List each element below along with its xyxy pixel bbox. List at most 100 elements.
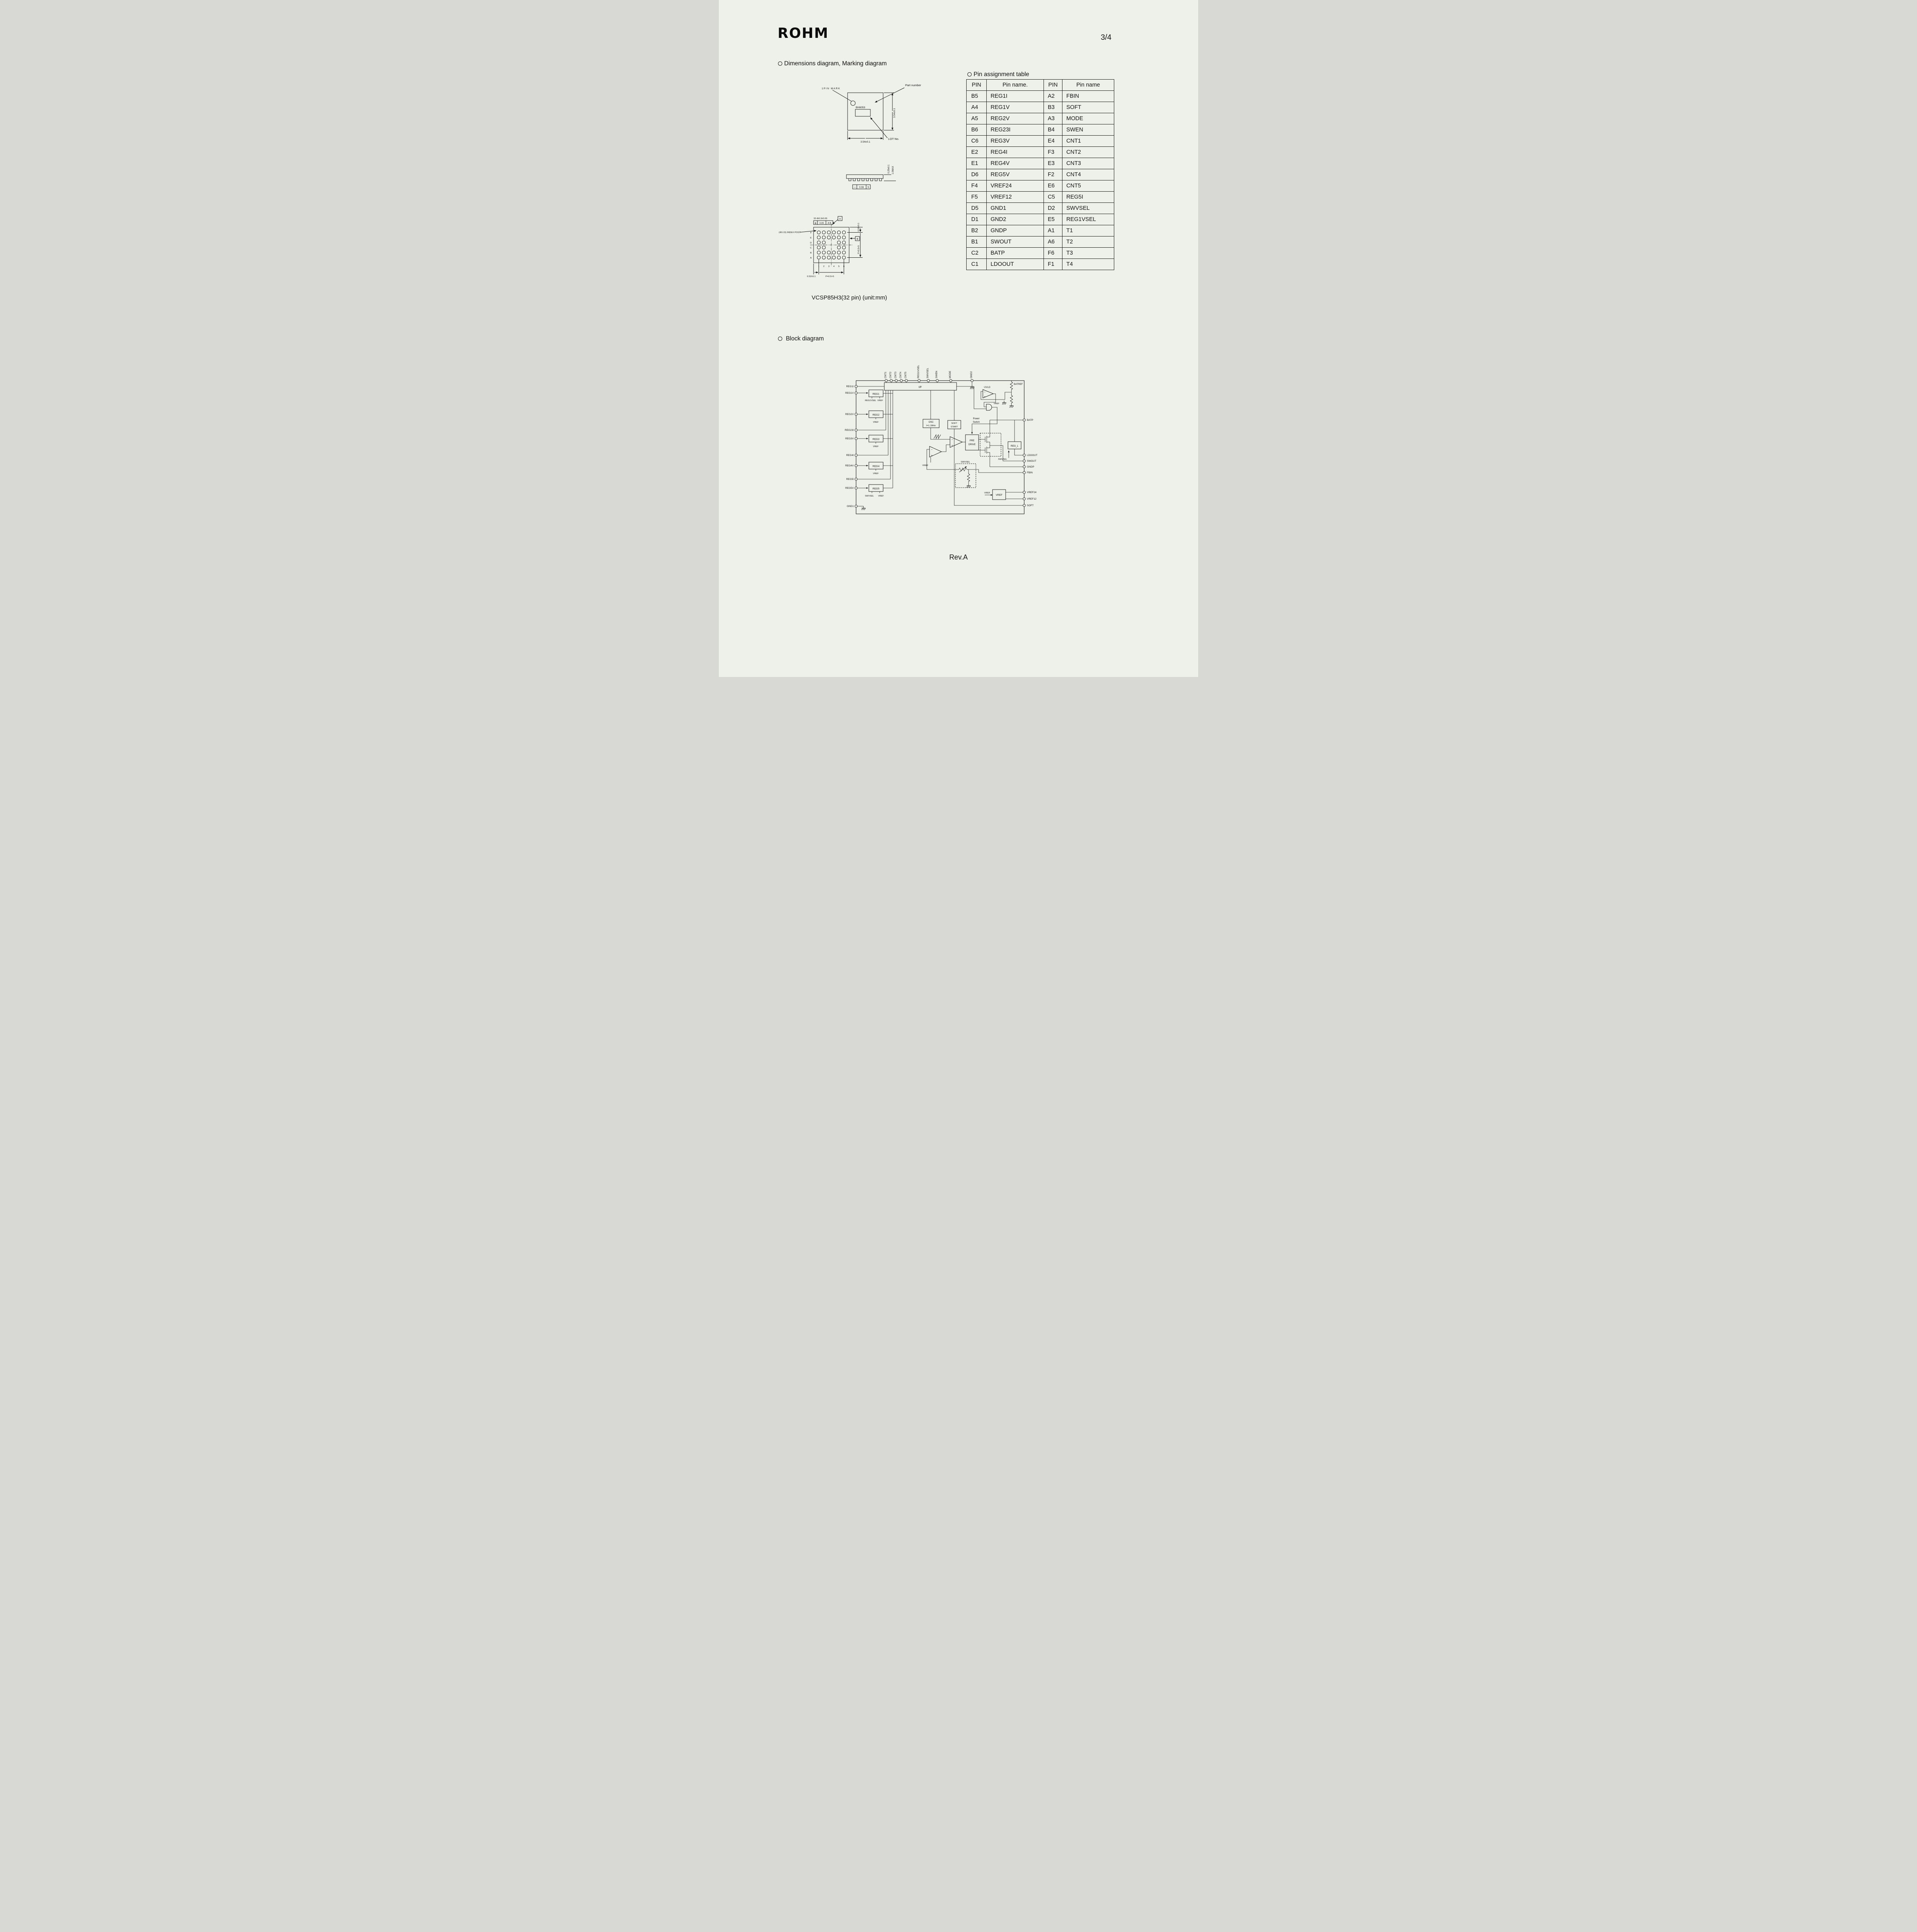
pin-name-cell: CNT3 xyxy=(1062,158,1114,169)
pin-cell: E4 xyxy=(1044,135,1062,147)
package-bottom-view xyxy=(800,216,863,274)
net-label: VREF xyxy=(878,495,884,497)
pin-cell: F5 xyxy=(966,191,987,203)
net-label: VREF xyxy=(984,492,991,494)
package-top-view xyxy=(832,87,905,140)
circle-bullet-icon xyxy=(778,337,782,341)
pin-label: VREF12 xyxy=(1027,498,1037,500)
pin-circle xyxy=(855,454,858,457)
pin-label: REG23I xyxy=(845,429,854,432)
pin-cell: E1 xyxy=(966,158,987,169)
pin-circle xyxy=(890,379,893,382)
pin-label: LDOOUT xyxy=(1027,454,1037,457)
block-label: REG5 xyxy=(873,488,880,490)
row-letter: E xyxy=(810,237,812,239)
pin-name-cell: REG5I xyxy=(1062,191,1114,203)
block-label: DRIVE xyxy=(969,444,976,446)
pin-name-cell: T3 xyxy=(1062,247,1114,259)
col-number: 6 xyxy=(843,265,844,268)
row-letter: A xyxy=(810,257,812,259)
pin-name-cell: CNT4 xyxy=(1062,169,1114,180)
revision-label: Rev.A xyxy=(949,553,968,561)
circle-bullet-icon xyxy=(778,61,782,66)
block-label: REG_L xyxy=(1011,445,1018,447)
and-gate-symbol xyxy=(986,404,992,411)
pin-name-cell: CNT1 xyxy=(1062,135,1114,147)
block-title-text: Block diagram xyxy=(786,335,824,342)
pin-label: REG5V xyxy=(845,487,854,490)
pin-cell: B5 xyxy=(966,90,987,102)
osc-block xyxy=(923,419,940,428)
pin-name-cell: REG1V xyxy=(986,102,1044,113)
block-label: OSC xyxy=(928,421,934,423)
error-amp-symbol xyxy=(929,446,942,457)
flatness-datum: S xyxy=(867,187,869,189)
pin-cell: A6 xyxy=(1044,236,1062,248)
pin-label: REG4I xyxy=(846,454,854,457)
pin-circle xyxy=(855,391,858,395)
pin-label: VREF24 xyxy=(1027,491,1037,494)
page-number: 3/4 xyxy=(1101,33,1112,42)
pin-name-cell: REG5V xyxy=(986,169,1044,180)
pin-cell: B4 xyxy=(1044,124,1062,136)
pin-cell: A4 xyxy=(966,102,987,113)
pin-label: CNT4 xyxy=(899,372,902,378)
pin-label: CNT2 xyxy=(889,372,892,378)
power-switch-box xyxy=(980,433,1001,457)
net-label: VREF xyxy=(873,421,879,423)
col-number: 2 xyxy=(823,265,824,268)
package-caption: VCSP85H3(32 pin) (unit:mm) xyxy=(812,294,887,301)
pin-cell: B2 xyxy=(966,225,987,236)
pin-circle xyxy=(855,429,858,432)
sign-label: + xyxy=(952,444,953,447)
dim-label: 1.0MAX xyxy=(892,166,894,174)
pin-circle xyxy=(885,379,888,382)
block-label: REG1 xyxy=(873,393,880,396)
col-header: PIN xyxy=(966,79,987,91)
col-header: Pin name. xyxy=(986,79,1044,91)
pin-cell: B1 xyxy=(966,236,987,248)
flatness-symbol: — xyxy=(854,187,856,189)
index-post-label: (Φ0.15) INDEX POST xyxy=(779,231,801,234)
dim-label: 3.54±0.1 xyxy=(893,108,896,118)
pin-circle xyxy=(855,486,858,490)
pin-label: BATP xyxy=(1027,419,1033,422)
pin-circle xyxy=(1023,459,1026,463)
pin-label: GNDP xyxy=(1027,466,1034,468)
if-block xyxy=(884,382,957,391)
net-label: VREF xyxy=(877,400,883,402)
pin-circle xyxy=(1023,471,1026,474)
net-label: SWVSEL xyxy=(998,458,1007,461)
net-label: VREF xyxy=(873,473,879,475)
dimensions-section-title: Dimensions diagram, Marking diagram xyxy=(778,60,887,67)
dim-label: P=0.5×5 xyxy=(826,276,834,278)
datum-a-label: A xyxy=(839,218,841,221)
ground-symbol xyxy=(970,385,974,389)
block-label: Switch xyxy=(973,421,980,423)
pin-cell: F4 xyxy=(966,180,987,192)
pin-circle xyxy=(895,379,898,382)
pin-label: REG5I xyxy=(846,478,854,481)
bottom-view-labels: 32-Φ0.3±0.05 ⊕ 0.05 A B A B (Φ0.15) INDE… xyxy=(779,218,860,278)
pin-cell: E2 xyxy=(966,146,987,158)
flatness-value: 0.08 xyxy=(859,187,864,189)
pin-label: GND2 xyxy=(970,371,973,378)
pin-name-cell: REG3V xyxy=(986,135,1044,147)
pin-circle xyxy=(905,379,908,382)
row-letter: F xyxy=(810,232,812,234)
pin1-mark-icon xyxy=(850,100,856,106)
pin-name-cell: T4 xyxy=(1062,259,1114,270)
lot-no-arrow xyxy=(870,117,888,138)
net-label: VREF xyxy=(994,403,999,405)
pin-cell: C2 xyxy=(966,247,987,259)
